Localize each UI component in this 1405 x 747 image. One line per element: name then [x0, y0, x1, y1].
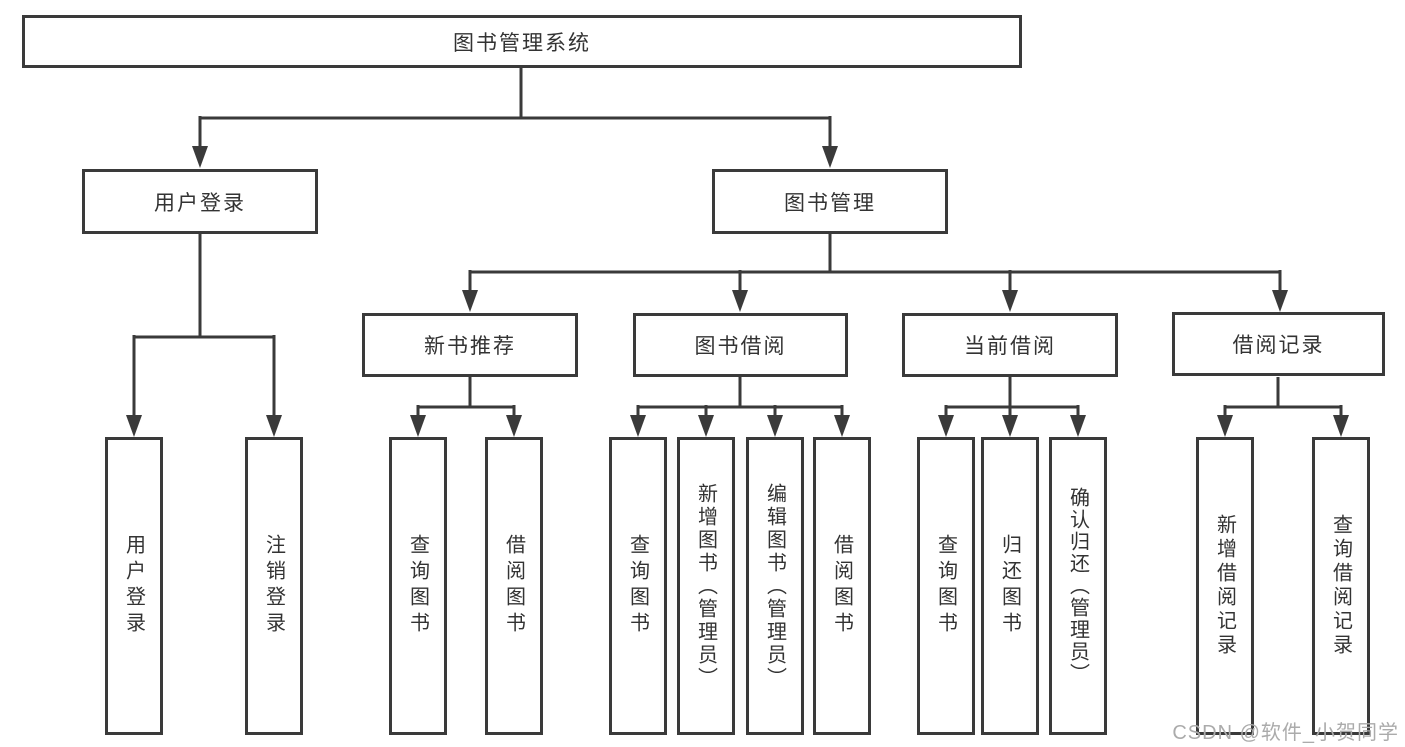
node-new-book-recommend: 新书推荐	[362, 313, 578, 377]
leaf-confirm-return-admin: 确认归还（管理员）	[1049, 437, 1107, 735]
csdn-watermark: CSDN @软件_小贺同学	[1172, 722, 1399, 744]
leaf-logout: 注销登录	[245, 437, 303, 735]
node-book-management: 图书管理	[712, 169, 948, 234]
node-current-borrow: 当前借阅	[902, 313, 1118, 377]
leaf-query-borrow-record: 查询借阅记录	[1312, 437, 1370, 735]
leaf-edit-books-admin: 编辑图书（管理员）	[746, 437, 804, 735]
leaf-add-books-admin: 新增图书（管理员）	[677, 437, 735, 735]
leaf-borrow-books-recommend: 借阅图书	[485, 437, 543, 735]
leaf-query-books-current: 查询图书	[917, 437, 975, 735]
leaf-borrow-books: 借阅图书	[813, 437, 871, 735]
node-book-borrow: 图书借阅	[633, 313, 848, 377]
node-root-system: 图书管理系统	[22, 15, 1022, 68]
leaf-add-borrow-record: 新增借阅记录	[1196, 437, 1254, 735]
leaf-query-books-recommend: 查询图书	[389, 437, 447, 735]
node-user-login: 用户登录	[82, 169, 318, 234]
leaf-query-books-borrow: 查询图书	[609, 437, 667, 735]
leaf-user-login: 用户登录	[105, 437, 163, 735]
node-borrow-records: 借阅记录	[1172, 312, 1385, 376]
leaf-return-books: 归还图书	[981, 437, 1039, 735]
